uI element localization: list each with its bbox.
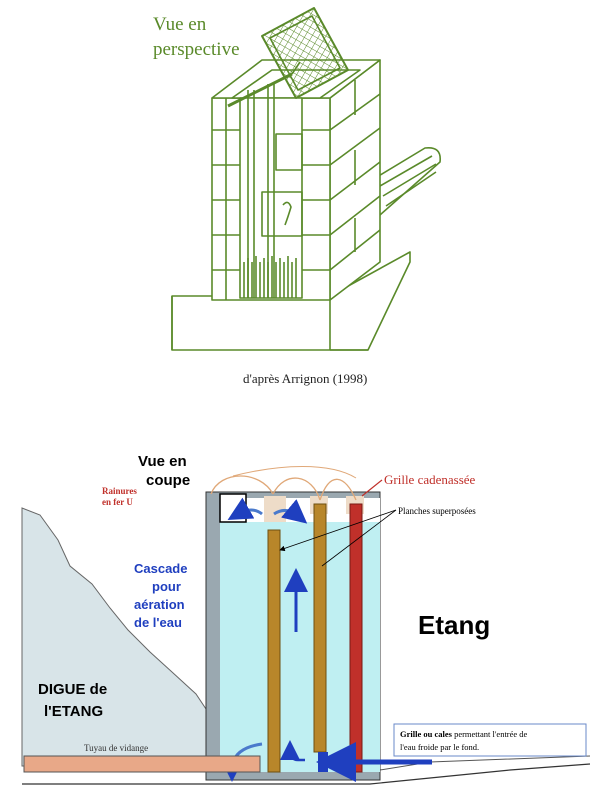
inlet-info-line2: l'eau froide par le fond. [400,742,479,752]
bottom-grille [243,256,297,298]
pond-label: Etang [418,610,490,640]
perspective-credit: d'après Arrignon (1998) [243,371,367,386]
plank-left [267,529,281,773]
locked-grille-label: Grille cadenassée [384,472,476,487]
cascade-arrow-left [227,497,263,520]
cable-1 [210,475,274,495]
planks-label: Planches superposées [398,506,476,516]
dam-label-line1: DIGUE de [38,681,107,698]
dam-embankment [21,507,213,767]
inlet-info-rest: permettant l'entrée de [452,729,528,739]
cable-3 [319,478,357,501]
lifted-grille-lid [261,7,349,99]
perspective-view: Vue en perspective [153,7,442,386]
cascade-label-line1: Cascade [134,561,187,576]
bottom-turn-arrow [280,740,305,762]
perspective-title-line1: Vue en [153,14,207,35]
plank-middle [313,503,327,753]
cascade-label-line2: pour [152,579,181,594]
locked-grille-bar [349,503,363,773]
cascade-label-line4: de l'eau [134,615,182,630]
inlet-info-box [393,723,587,757]
outlet-pipe [371,146,442,216]
section-title-line1: Vue en [138,453,187,470]
inlet-info-bold: Grille ou cales [400,729,453,739]
inlet-info-line1: Grille ou cales permettant l'entrée de [400,729,528,739]
rainures-label-line2: en fer U [102,497,133,507]
cascade-label-line3: aération [134,597,185,612]
drain-pipe [23,755,261,773]
section-title-line2: coupe [146,472,190,489]
cross-section-view: Vue en coupe Rainures en fer U Grille ca… [21,453,591,785]
cable-2 [272,477,321,501]
pond-bottom [22,763,591,785]
pipe-label: Tuyau de vidange [84,743,148,753]
rainures-label-line1: Rainures [102,486,137,496]
monk-perspective-drawing [171,7,442,351]
dam-label-line2: l'ETANG [44,703,103,720]
perspective-title-line2: perspective [153,39,240,60]
cascade-arrow-right [273,499,308,524]
